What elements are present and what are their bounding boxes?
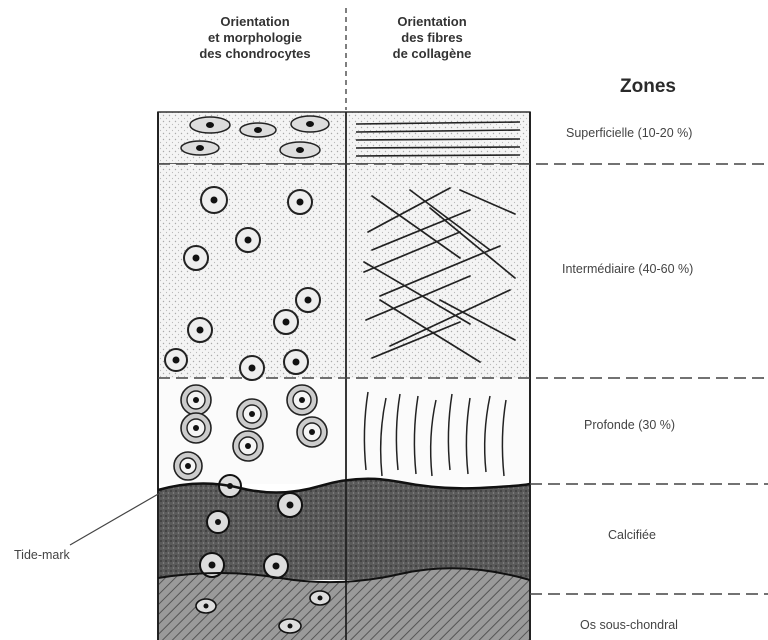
- band-profonde: [158, 378, 530, 484]
- tide-mark-pointer: [70, 493, 160, 545]
